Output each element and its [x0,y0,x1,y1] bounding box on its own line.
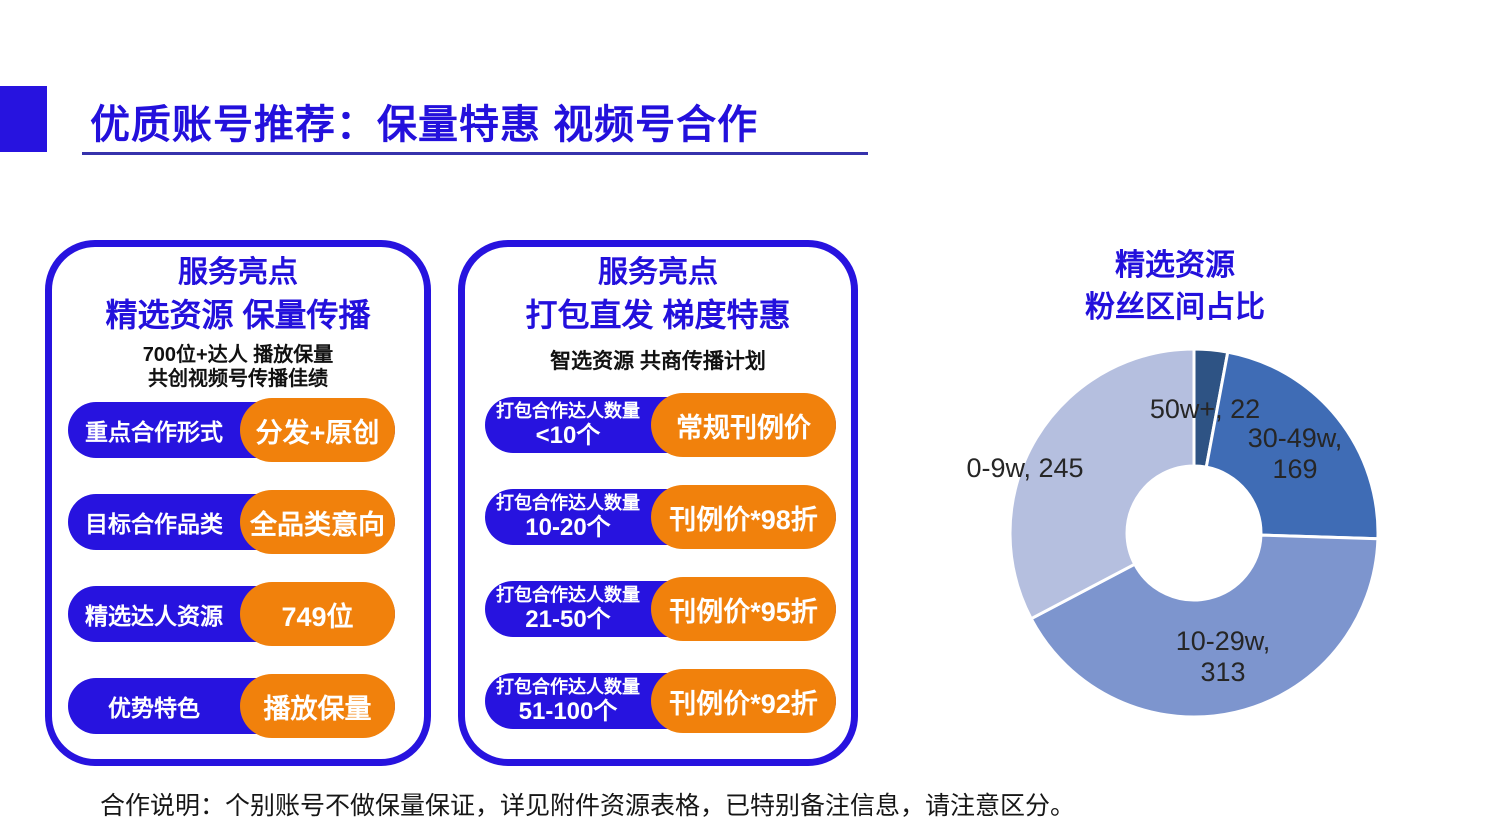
pricing-label-line2: <10个 [535,421,601,449]
pricing-value: 刊例价*98折 [669,504,818,535]
pricing-value: 刊例价*92折 [669,688,818,719]
page-title: 优质账号推荐：保量特惠 视频号合作 [90,103,759,147]
title-underline [82,152,868,155]
pricing-label-line1: 打包合作达人数量 [496,400,640,421]
pricing-value-pill: 刊例价*98折 [651,485,836,549]
card-subtitle: 智选资源 共商传播计划 [465,349,851,374]
feature-value-pill: 分发+原创 [240,398,395,462]
chart-title-line2: 粉丝区间占比 [1085,291,1265,324]
pricing-label-line1: 打包合作达人数量 [496,492,640,513]
pricing-value-pill: 刊例价*95折 [651,577,836,641]
pricing-row: 打包合作达人数量 21-50个 刊例价*95折 [485,577,836,641]
feature-label: 重点合作形式 [85,419,223,445]
slice-label: 30-49w, [1248,423,1343,453]
feature-value: 播放保量 [263,693,372,724]
card-package-pricing: 服务亮点 打包直发 梯度特惠 智选资源 共商传播计划 打包合作达人数量 <10个… [458,240,858,766]
card-heading-line1: 服务亮点 [178,256,298,289]
title-accent-square [0,86,47,152]
feature-value-pill: 播放保量 [240,674,395,738]
slice-label: 0-9w, 245 [966,453,1083,483]
donut-slice-0-9w [1008,347,1196,621]
pricing-label-line1: 打包合作达人数量 [496,584,640,605]
card-subtitle: 700位+达人 播放保量 共创视频号传播佳绩 [52,343,424,391]
feature-row: 精选达人资源 749位 [68,582,395,646]
feature-value-pill: 749位 [240,582,395,646]
donut-slice-10-29w [1029,533,1380,719]
pricing-row: 打包合作达人数量 10-20个 刊例价*98折 [485,485,836,549]
card-heading-line2: 精选资源 保量传播 [105,297,371,333]
slice-label: 313 [1200,657,1245,687]
card-subtitle-line1: 智选资源 共商传播计划 [550,350,766,373]
feature-rows: 重点合作形式 分发+原创 目标合作品类 全品类意向 精选达人资源 [68,398,395,738]
pricing-value-pill: 常规刊例价 [651,393,836,457]
feature-label: 优势特色 [108,695,200,721]
card-heading-line2: 打包直发 梯度特惠 [525,297,791,333]
pricing-rows: 打包合作达人数量 <10个 常规刊例价 打包合作达人数量 10-20个 刊例价*… [485,393,836,733]
card-heading: 服务亮点 打包直发 梯度特惠 [465,253,851,337]
feature-label: 目标合作品类 [85,511,223,537]
card-subtitle-line2: 共创视频号传播佳绩 [148,368,328,390]
card-heading: 服务亮点 精选资源 保量传播 [52,253,424,337]
pricing-label-line2: 10-20个 [525,513,611,541]
chart-title: 精选资源 粉丝区间占比 [1000,245,1350,329]
card-heading-line1: 服务亮点 [598,256,718,289]
feature-row: 目标合作品类 全品类意向 [68,490,395,554]
card-subtitle-line1: 700位+达人 播放保量 [142,344,334,366]
feature-label: 精选达人资源 [85,603,223,629]
pricing-row: 打包合作达人数量 51-100个 刊例价*92折 [485,669,836,733]
pricing-label-line1: 打包合作达人数量 [496,676,640,697]
pricing-label-line2: 51-100个 [518,697,618,725]
pricing-row: 打包合作达人数量 <10个 常规刊例价 [485,393,836,457]
card-guaranteed-service: 服务亮点 精选资源 保量传播 700位+达人 播放保量 共创视频号传播佳绩 重点… [45,240,431,766]
pricing-value: 常规刊例价 [676,412,811,443]
footer-note: 合作说明：个别账号不做保量保证，详见附件资源表格，已特别备注信息，请注意区分。 [100,792,1076,820]
pricing-label-line2: 21-50个 [525,605,611,633]
pricing-value: 刊例价*95折 [669,596,818,627]
donut-slice-30-49w [1204,350,1380,541]
slice-label: 10-29w, [1176,626,1271,656]
feature-value: 全品类意向 [250,509,385,540]
feature-row: 重点合作形式 分发+原创 [68,398,395,462]
pricing-value-pill: 刊例价*92折 [651,669,836,733]
feature-row: 优势特色 播放保量 [68,674,395,738]
chart-title-line1: 精选资源 [1115,249,1235,282]
slice-label: 50w+, 22 [1150,394,1260,424]
feature-value-pill: 全品类意向 [240,490,395,554]
slice-label: 169 [1272,454,1317,484]
feature-value: 749位 [281,601,354,632]
feature-value: 分发+原创 [255,417,380,448]
